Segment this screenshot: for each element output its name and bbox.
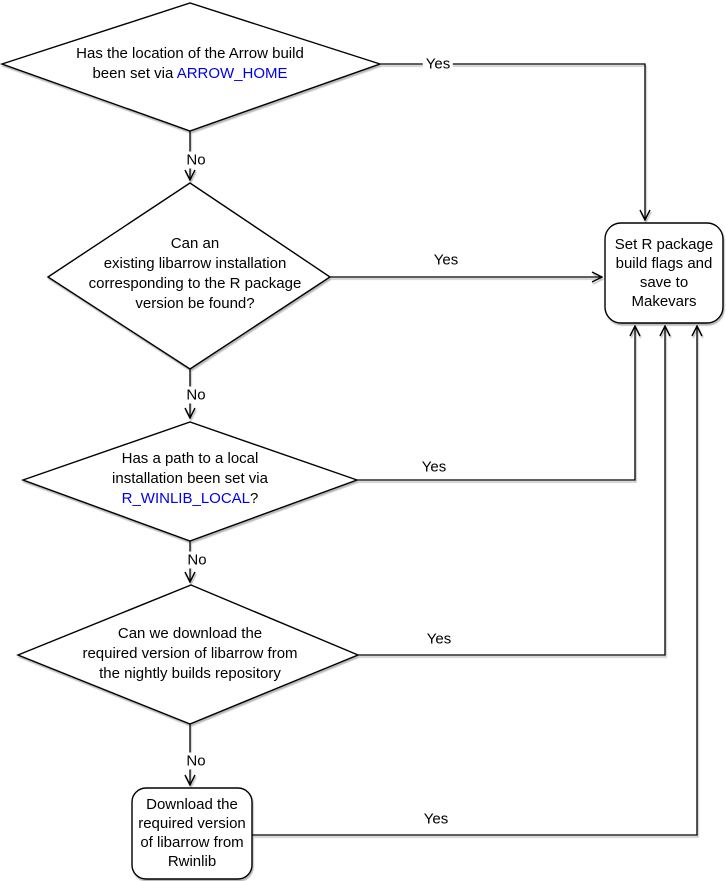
decision-arrow-home-shape [0, 2, 383, 132]
label-line: corresponding to the R package [88, 275, 302, 292]
process-download-rwinlib-shape [131, 787, 253, 880]
edge-label-no-nightly-builds: No [183, 752, 209, 770]
edge-label-yes-existing-libarrow: Yes [430, 251, 462, 269]
label-line: Makevars [631, 293, 697, 310]
label-line: version be found? [135, 295, 255, 312]
env-var-r-winlib-local: R_WINLIB_LOCAL [121, 490, 251, 507]
label-line: save to [639, 274, 689, 291]
label-line: Has a path to a local [121, 450, 259, 467]
label-line: been set via ARROW_HOME [76, 64, 304, 84]
label-line: required version of libarrow from [82, 645, 298, 662]
edge-yes-download-rwinlib [252, 326, 697, 836]
edge-label-yes-download-rwinlib: Yes [420, 810, 452, 828]
decision-winlib-local-shape [20, 421, 360, 542]
edge-yes-winlib-local [357, 326, 635, 481]
decision-arrow-home-label: Has the location of the Arrow build been… [76, 44, 304, 84]
decision-nightly-builds-label: Can we download the required version of … [82, 624, 297, 684]
process-download-rwinlib-label: Download the required version of libarro… [138, 795, 246, 871]
label-line: Set R package [614, 236, 714, 253]
edge-label-yes-nightly-builds: Yes [423, 630, 455, 648]
label-line: Rwinlib [167, 853, 217, 870]
edge-label-yes-winlib-local: Yes [418, 458, 450, 476]
env-var-arrow-home: ARROW_HOME [176, 65, 288, 82]
decision-winlib-local-label: Has a path to a local installation been … [112, 449, 268, 509]
process-set-makevars-label: Set R package build flags and save to Ma… [615, 235, 713, 311]
edge-label-no-existing-libarrow: No [183, 386, 209, 404]
label-line: build flags and [615, 255, 713, 272]
edge-yes-nightly-builds [358, 326, 665, 656]
label-line: Can an [170, 235, 220, 252]
edge-label-yes-arrow-home: Yes [422, 55, 454, 73]
label-text: been set via [92, 65, 177, 82]
label-line: of libarrow from [140, 834, 244, 851]
label-line: the nightly builds repository [99, 665, 281, 682]
label-line: required version [138, 815, 246, 832]
label-line: existing libarrow installation [103, 255, 287, 272]
label-line: R_WINLIB_LOCAL? [112, 489, 268, 509]
edge-label-no-arrow-home: No [183, 151, 209, 169]
label-line: Can we download the [117, 625, 263, 642]
label-line: Has the location of the Arrow build [76, 45, 304, 62]
decision-existing-libarrow-shape [46, 182, 332, 370]
label-line: installation been set via [112, 470, 268, 487]
label-text: ? [250, 490, 259, 507]
edge-label-no-winlib-local: No [184, 551, 210, 569]
edge-yes-arrow-home [380, 63, 645, 220]
process-set-makevars-shape [604, 222, 724, 324]
label-line: Download the [146, 796, 238, 813]
decision-nightly-builds-shape [16, 584, 360, 725]
decision-existing-libarrow-label: Can an existing libarrow installation co… [89, 234, 302, 314]
